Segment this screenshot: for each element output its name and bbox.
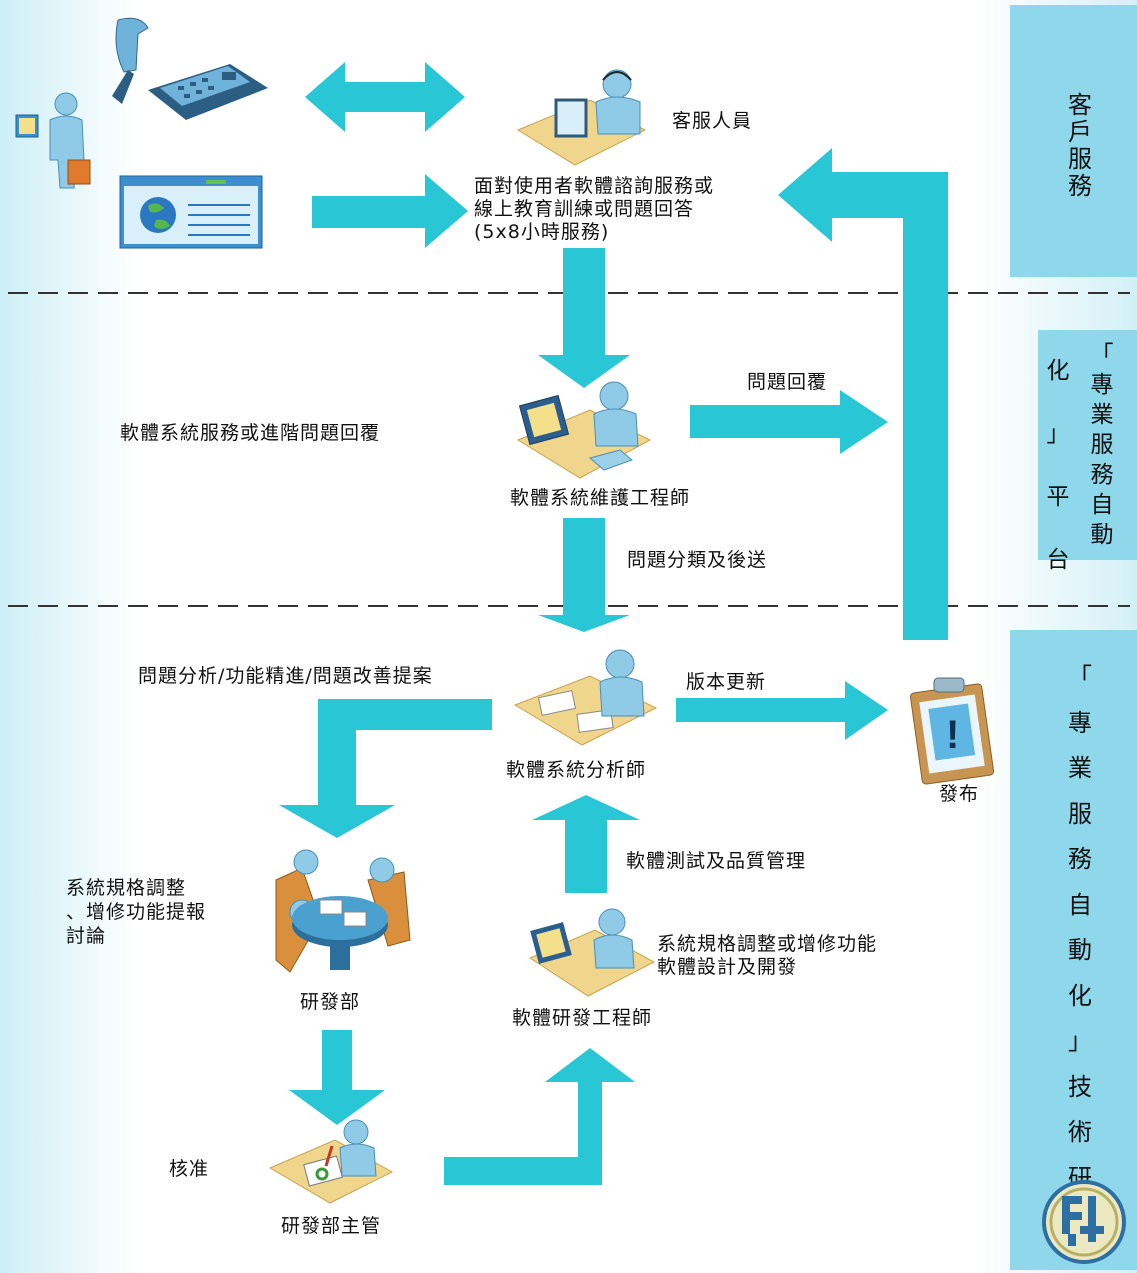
band-customer-service-text: 客 戶 服 務 <box>1068 91 1092 200</box>
label-dev-line1: 系統規格調整或增修功能 <box>657 933 878 955</box>
label-advanced-reply: 軟體系統服務或進階問題回覆 <box>120 422 381 444</box>
analyst-icon <box>513 649 658 746</box>
label-version-update: 版本更新 <box>686 671 767 693</box>
telephone-icon <box>112 17 268 120</box>
arrow-web-to-staff <box>312 174 468 248</box>
web-page-icon <box>119 175 263 249</box>
arrow-down-cs <box>538 248 630 388</box>
label-maintenance-engineer: 軟體系統維護工程師 <box>510 487 691 509</box>
band-customer-service <box>1010 5 1137 277</box>
arrow-double-phone <box>305 62 465 132</box>
label-reply: 問題回覆 <box>747 371 828 393</box>
arrow-testing-up <box>532 795 640 893</box>
customer-person-icon <box>15 92 91 189</box>
maintenance-engineer-icon <box>516 381 652 479</box>
label-cs-service-line3: (5x8小時服務) <box>474 221 610 243</box>
label-spec-line1: 系統規格調整 <box>66 877 187 899</box>
label-analyst: 軟體系統分析師 <box>506 759 647 781</box>
label-release: 發布 <box>939 783 980 805</box>
label-rnd-manager: 研發部主管 <box>281 1215 382 1237</box>
label-spec-line2: 、增修功能提報 <box>66 901 207 923</box>
band-platform-col2: 「 專 業 服 務 自 動 <box>1090 342 1114 548</box>
label-rnd: 研發部 <box>300 991 361 1013</box>
label-classify: 問題分類及後送 <box>627 549 768 571</box>
label-testing: 軟體測試及品質管理 <box>626 850 807 872</box>
arrows <box>279 62 948 1185</box>
arrow-return-release <box>778 148 948 640</box>
rnd-meeting-icon <box>275 849 411 973</box>
rnd-manager-icon <box>268 1119 394 1204</box>
label-dev-line2: 軟體設計及開發 <box>657 956 798 978</box>
arrow-version-update <box>676 681 888 740</box>
arrow-down-maint <box>538 518 630 632</box>
dev-engineer-icon <box>528 908 656 997</box>
label-approve: 核准 <box>169 1158 210 1180</box>
label-dev-engineer: 軟體研發工程師 <box>512 1007 653 1029</box>
release-clipboard-icon: ! <box>909 677 995 785</box>
cs-staff-icon <box>516 69 647 166</box>
arrow-down-rnd <box>289 1030 385 1125</box>
label-cs-service-line1: 面對使用者軟體諮詢服務或 <box>474 175 715 197</box>
company-logo-icon <box>1042 1180 1126 1264</box>
arrow-reply <box>690 390 888 454</box>
label-spec-line3: 討論 <box>66 925 107 947</box>
svg-text:!: ! <box>946 713 959 757</box>
label-cs-staff: 客服人員 <box>672 110 753 132</box>
band-platform <box>1038 330 1137 560</box>
arrow-analysis <box>279 699 492 838</box>
label-cs-service-line2: 線上教育訓練或問題回答 <box>474 198 695 220</box>
arrow-approve <box>444 1048 635 1185</box>
band-platform-col1: 化 」 平 台 <box>1046 358 1070 573</box>
band-tech <box>1010 630 1137 1270</box>
label-analysis: 問題分析/功能精進/問題改善提案 <box>138 665 433 687</box>
